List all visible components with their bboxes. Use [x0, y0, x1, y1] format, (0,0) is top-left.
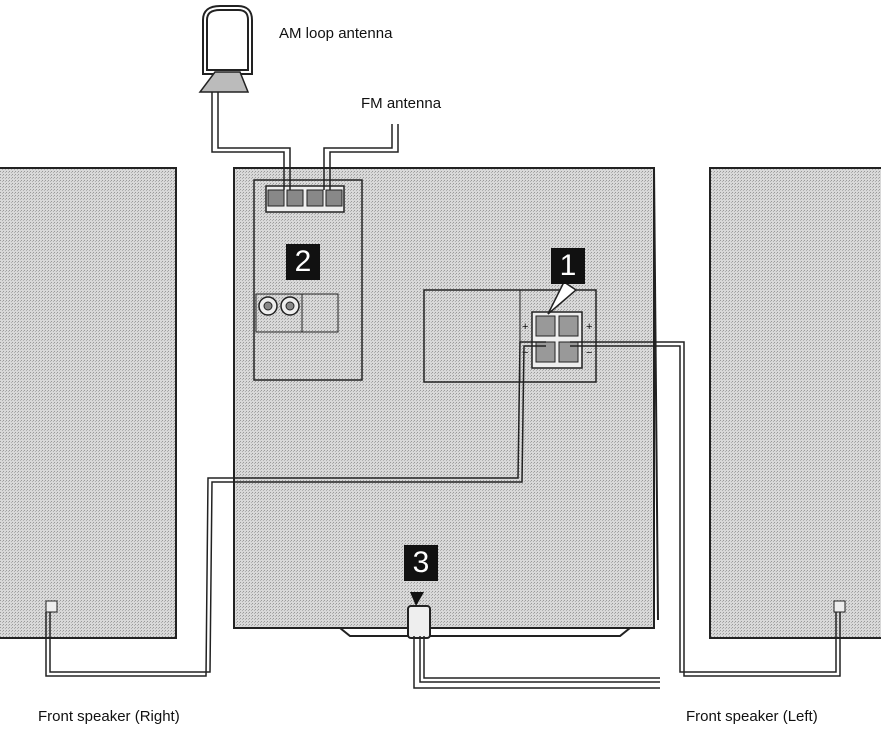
step1-pointer — [547, 280, 578, 315]
am-loop-antenna-label: AM loop antenna — [279, 25, 393, 42]
svg-text:−: − — [586, 347, 592, 359]
am-loop-antenna — [198, 5, 253, 93]
step3-pointer — [410, 592, 424, 606]
svg-text:+: + — [586, 321, 592, 333]
antenna-wires — [211, 92, 399, 190]
step-2-badge: 2 — [286, 244, 320, 280]
power-cord — [407, 605, 660, 689]
step-3-badge: 3 — [404, 545, 438, 581]
front-speaker-left-label: Front speaker (Left) — [686, 708, 818, 725]
antenna-jack-panel — [253, 179, 363, 381]
front-speaker-right — [0, 167, 177, 639]
fm-antenna-label: FM antenna — [361, 95, 442, 112]
step-1-badge: 1 — [551, 248, 585, 284]
front-speaker-left — [709, 167, 881, 639]
svg-text:+: + — [522, 321, 528, 333]
svg-text:−: − — [522, 347, 528, 359]
speaker-cables — [45, 341, 841, 677]
front-speaker-right-label: Front speaker (Right) — [38, 708, 180, 725]
speaker-terminal-panel: + + − − — [423, 289, 597, 383]
